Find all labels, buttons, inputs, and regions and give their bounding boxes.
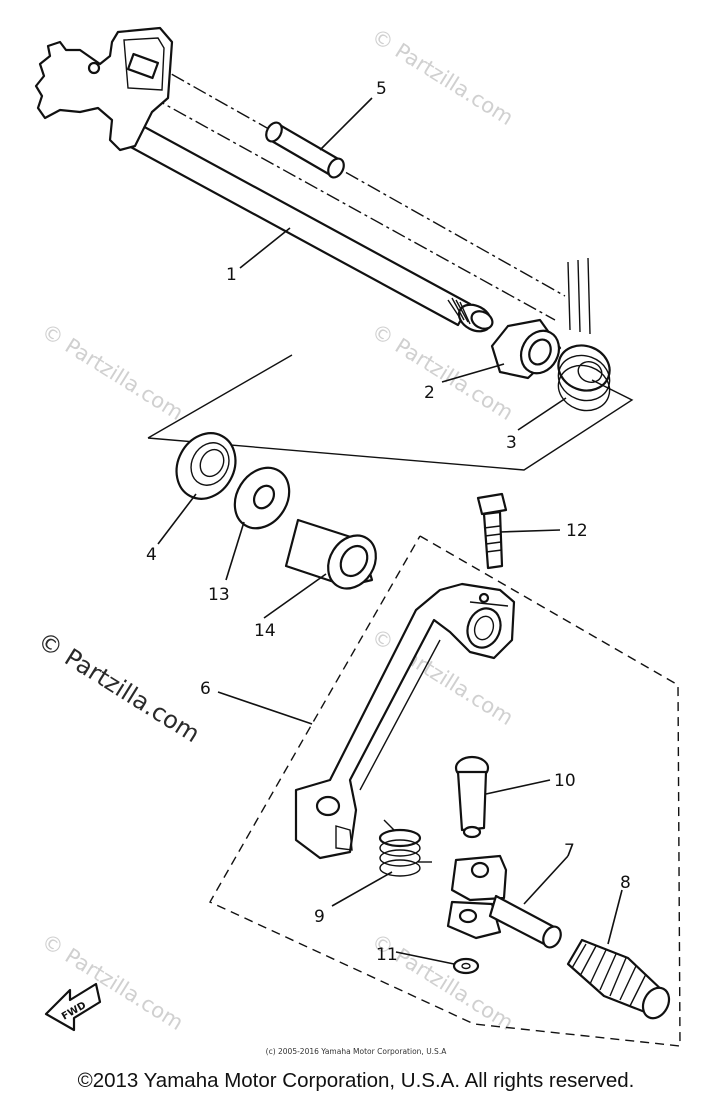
pivot-pin bbox=[454, 755, 490, 839]
bolt bbox=[476, 492, 508, 570]
coil-spring bbox=[378, 819, 432, 877]
callout-2: 2 bbox=[424, 383, 435, 403]
callout-5: 5 bbox=[376, 79, 387, 99]
washer-large bbox=[233, 466, 291, 530]
pedal-rubber bbox=[566, 938, 671, 1020]
callout-6: 6 bbox=[200, 679, 211, 699]
fwd-arrow-icon: FWD bbox=[44, 982, 102, 1032]
shift-shaft bbox=[34, 26, 494, 333]
collar bbox=[490, 318, 562, 380]
callout-12: 12 bbox=[566, 521, 588, 541]
shift-pedal bbox=[294, 582, 516, 860]
pin bbox=[265, 121, 345, 179]
callout-11: 11 bbox=[376, 945, 398, 965]
callout-1: 1 bbox=[226, 265, 237, 285]
torsion-spring bbox=[557, 257, 611, 412]
callout-13: 13 bbox=[208, 585, 230, 605]
copyright-notice: ©2013 Yamaha Motor Corporation, U.S.A. A… bbox=[77, 1069, 635, 1092]
oil-seal bbox=[175, 432, 237, 500]
callout-14: 14 bbox=[254, 621, 276, 641]
watermarks: © Partzilla.com © Partzilla.com © Partzi… bbox=[33, 24, 518, 1035]
callout-10: 10 bbox=[554, 771, 576, 791]
callout-8: 8 bbox=[620, 873, 631, 893]
callout-4: 4 bbox=[146, 545, 157, 565]
guide-lines bbox=[129, 61, 566, 321]
callout-9: 9 bbox=[314, 907, 325, 927]
callout-7: 7 bbox=[564, 841, 575, 861]
callouts: 5 1 2 3 4 13 14 12 6 10 7 8 9 11 bbox=[146, 79, 631, 965]
watermark-prominent: © Partzilla.com bbox=[33, 626, 205, 748]
watermark-mid-left: © Partzilla.com bbox=[37, 319, 187, 425]
watermark-mid-right: © Partzilla.com bbox=[367, 319, 517, 425]
bushing bbox=[284, 518, 377, 590]
watermark-top-right: © Partzilla.com bbox=[367, 24, 517, 130]
washer-small bbox=[452, 957, 480, 975]
callout-3: 3 bbox=[506, 433, 517, 453]
footrest-lever bbox=[446, 854, 562, 949]
assembly-outline-upper bbox=[147, 354, 634, 471]
image-credit: (c) 2005-2016 Yamaha Motor Corporation, … bbox=[265, 1047, 447, 1056]
leader-lines bbox=[157, 97, 623, 965]
